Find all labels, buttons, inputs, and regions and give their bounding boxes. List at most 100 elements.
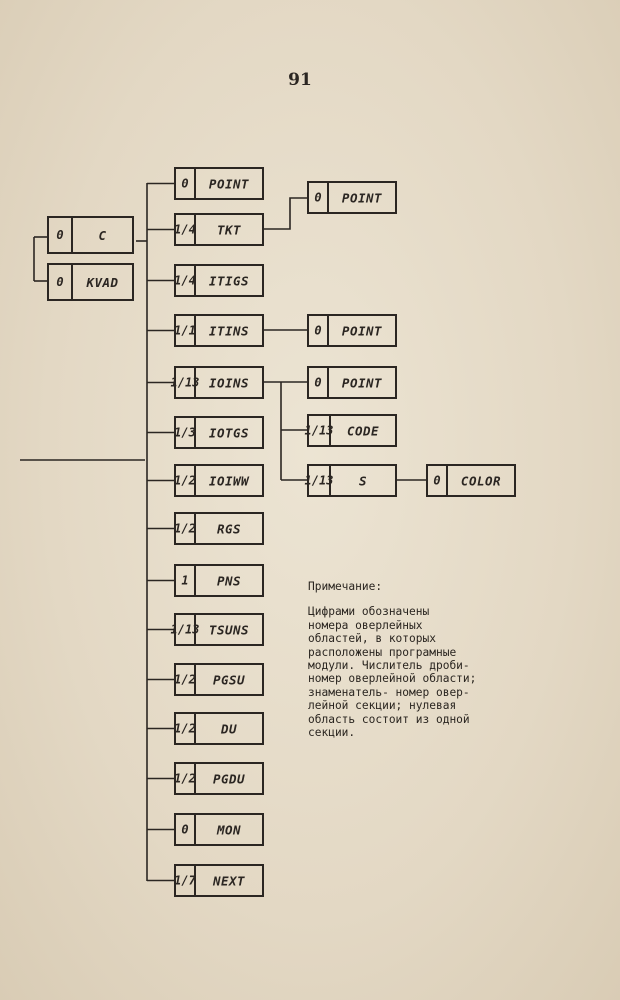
module-box-next: 1/7 NEXT <box>174 864 264 897</box>
note-title: Примечание: <box>308 580 383 593</box>
box-outline <box>47 216 134 254</box>
module-box-ioins: 1/13 IOINS <box>171 366 264 399</box>
overlay-number: 0 <box>314 324 321 338</box>
overlay-number: 1/2 <box>174 673 196 687</box>
module-name: C <box>98 228 106 243</box>
module-box-point3: 0 POINT <box>307 314 397 347</box>
module-name: MON <box>216 823 241 838</box>
box-outline <box>307 181 397 214</box>
module-name: DU <box>220 722 237 737</box>
overlay-number: 0 <box>314 191 321 205</box>
module-box-pgdu: 1/2 PGDU <box>174 762 264 795</box>
overlay-number: 1/4 <box>174 274 196 288</box>
module-name: ITINS <box>209 324 249 339</box>
overlay-number: 0 <box>56 275 63 289</box>
module-box-du: 1/2 DU <box>174 712 264 745</box>
module-name: POINT <box>209 177 249 192</box>
module-box-pgsu: 1/2 PGSU <box>174 663 264 696</box>
box-outline <box>174 464 264 497</box>
module-name: PGSU <box>213 673 245 688</box>
module-name: ITIGS <box>209 274 249 289</box>
module-box-itins: 1/1 ITINS <box>174 314 264 347</box>
overlay-number: 1/2 <box>174 474 196 488</box>
box-outline <box>426 464 516 497</box>
overlay-number: 1 <box>181 574 188 588</box>
module-box-pns: 1 PNS <box>174 564 264 597</box>
module-name: IOIWW <box>209 474 250 489</box>
overlay-number: 0 <box>314 376 321 390</box>
box-outline <box>307 366 397 399</box>
module-box-mon: 0 MON <box>174 813 264 846</box>
note-text: Цифрами обозначены номера оверлейных обл… <box>308 605 477 740</box>
module-name: POINT <box>342 376 382 391</box>
module-name: RGS <box>217 522 241 537</box>
page-number: 91 <box>288 70 312 90</box>
connector-lines <box>20 182 427 882</box>
overlay-number: 1/13 <box>305 424 334 438</box>
box-outline <box>174 712 264 745</box>
module-box-iotgs: 1/3 IOTGS <box>174 416 264 449</box>
box-outline <box>174 314 264 347</box>
module-name: TKT <box>217 223 241 238</box>
module-box-point1: 0 POINT <box>174 167 264 200</box>
box-outline <box>307 464 397 497</box>
overlay-number: 0 <box>181 823 188 837</box>
box-outline <box>47 263 134 301</box>
overlay-number: 0 <box>433 474 440 488</box>
note: Примечание: Цифрами обозначены номера ов… <box>308 580 558 739</box>
overlay-number: 1/13 <box>305 474 334 488</box>
module-box-tkt: 1/4 TKT <box>174 213 264 246</box>
box-outline <box>307 314 397 347</box>
box-outline <box>174 564 264 597</box>
module-box-kvad: 0 KVAD <box>47 263 134 301</box>
module-name: COLOR <box>461 474 501 489</box>
module-name: TSUNS <box>209 623 249 638</box>
box-outline <box>174 264 264 297</box>
overlay-number: 1/7 <box>174 874 196 888</box>
module-box-ioiww: 1/2 IOIWW <box>174 464 264 497</box>
box-outline <box>174 813 264 846</box>
overlay-number: 1/2 <box>174 772 196 786</box>
module-name: POINT <box>342 191 382 206</box>
box-outline <box>174 167 264 200</box>
module-box-tsuns: 1/13 TSUNS <box>171 613 264 646</box>
box-outline <box>174 512 264 545</box>
module-name: IOINS <box>209 376 249 391</box>
link-tkt-point <box>263 197 308 230</box>
box-outline <box>307 414 397 447</box>
module-box-point2: 0 POINT <box>307 181 397 214</box>
overlay-number: 1/1 <box>174 324 196 338</box>
overlay-number: 1/3 <box>174 426 196 440</box>
module-name: POINT <box>342 324 382 339</box>
module-box-s: 1/13 S <box>305 464 397 497</box>
module-box-code: 1/13 CODE <box>305 414 397 447</box>
module-name: KVAD <box>85 275 118 290</box>
module-name: IOTGS <box>209 426 249 441</box>
overlay-number: 1/4 <box>174 223 196 237</box>
box-outline <box>174 213 264 246</box>
box-outline <box>174 416 264 449</box>
overlay-number: 1/13 <box>171 376 200 390</box>
module-box-color: 0 COLOR <box>426 464 516 497</box>
module-name: S <box>359 474 367 489</box>
overlay-number: 1/2 <box>174 722 196 736</box>
module-name: PGDU <box>213 772 245 787</box>
module-box-point4: 0 POINT <box>307 366 397 399</box>
box-outline <box>174 762 264 795</box>
box-outline <box>174 366 264 399</box>
module-box-itigs: 1/4 ITIGS <box>174 264 264 297</box>
module-name: CODE <box>347 424 379 439</box>
overlay-number: 0 <box>181 177 188 191</box>
box-outline <box>174 663 264 696</box>
box-outline <box>174 613 264 646</box>
overlay-number: 1/13 <box>171 623 200 637</box>
box-outline <box>174 864 264 897</box>
overlay-number: 0 <box>56 228 63 242</box>
module-name: PNS <box>217 574 241 589</box>
module-name: NEXT <box>212 874 245 889</box>
